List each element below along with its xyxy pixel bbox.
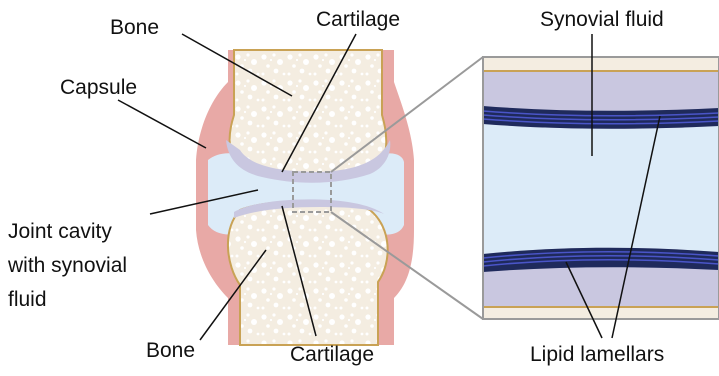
label-cartilage-top: Cartilage [316, 8, 400, 31]
top-bone-shape [230, 50, 387, 178]
label-bone-bottom: Bone [146, 339, 195, 362]
label-joint-cavity-3: fluid [8, 288, 47, 311]
bottom-bone-shape [228, 201, 388, 345]
label-bone-top: Bone [110, 16, 159, 39]
label-lipid-lamellars: Lipid lamellars [530, 343, 664, 366]
label-synovial-fluid: Synovial fluid [540, 8, 664, 31]
label-cartilage-bottom: Cartilage [290, 343, 374, 366]
zoom-panel [483, 57, 719, 319]
leader-capsule [118, 100, 206, 148]
label-joint-cavity-2: with synovial [7, 254, 127, 277]
label-capsule: Capsule [60, 76, 137, 99]
label-joint-cavity-1: Joint cavity [8, 220, 112, 243]
